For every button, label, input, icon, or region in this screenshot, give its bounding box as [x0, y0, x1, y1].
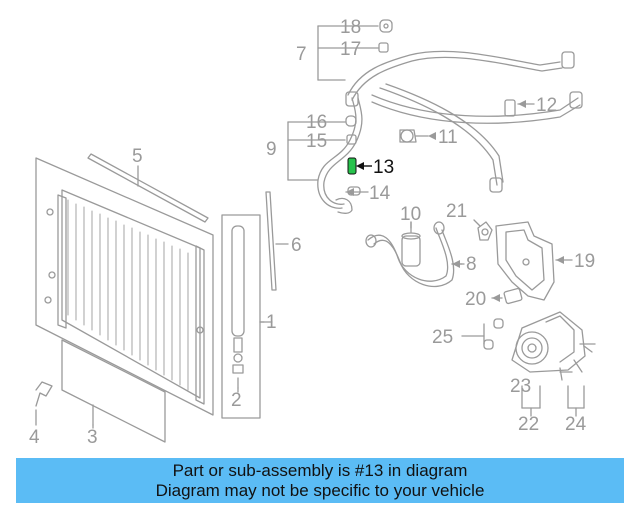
receiver-drier — [221, 214, 273, 419]
label-part-5: 5 — [132, 146, 143, 167]
caption-banner: Part or sub-assembly is #13 in diagram D… — [16, 458, 624, 503]
caption-line-1: Part or sub-assembly is #13 in diagram — [172, 460, 468, 480]
bolts-and-nuts — [483, 318, 596, 373]
parts-diagram: 1 2 3 4 5 6 7 8 9 10 11 12 13 14 15 16 1… — [29, 17, 596, 448]
highlighted-part-13 — [347, 157, 372, 175]
callout-lines — [92, 25, 585, 429]
part-number-labels: 1 2 3 4 5 6 7 8 9 10 11 12 13 14 15 16 1… — [29, 17, 595, 448]
label-part-21: 21 — [446, 201, 467, 222]
label-part-12: 12 — [536, 95, 557, 116]
label-part-25: 25 — [432, 327, 453, 348]
small-fittings — [345, 19, 417, 196]
label-part-17: 17 — [340, 39, 361, 60]
caption-line-2: Diagram may not be specific to your vehi… — [155, 480, 485, 500]
label-part-8: 8 — [466, 254, 477, 275]
part-20-21 — [477, 221, 523, 305]
part-6-strip — [265, 191, 289, 291]
hose-9 — [317, 91, 363, 214]
label-part-1: 1 — [266, 312, 277, 333]
label-part-6: 6 — [291, 235, 302, 256]
label-part-15: 15 — [306, 131, 327, 152]
label-part-2: 2 — [231, 390, 242, 411]
label-part-16: 16 — [306, 112, 327, 133]
label-part-7: 7 — [296, 44, 307, 65]
part-4-bracket — [35, 381, 53, 426]
bracket-19 — [495, 221, 555, 301]
part-3-shield — [61, 339, 166, 443]
ac-hose-lines — [347, 50, 583, 193]
compressor — [511, 311, 593, 381]
label-part-13: 13 — [373, 157, 394, 178]
label-part-4: 4 — [29, 427, 40, 448]
condenser-assembly — [35, 157, 214, 416]
label-part-22: 22 — [518, 414, 539, 435]
label-part-19: 19 — [574, 251, 595, 272]
label-part-10: 10 — [400, 204, 421, 225]
label-part-11: 11 — [438, 127, 458, 148]
label-part-24: 24 — [565, 414, 587, 435]
callout-arrows — [346, 100, 564, 302]
label-part-9: 9 — [266, 139, 277, 160]
hose-8 — [365, 221, 463, 288]
label-part-18: 18 — [340, 17, 361, 38]
label-part-20: 20 — [465, 289, 486, 310]
label-part-23: 23 — [510, 376, 531, 397]
part-5-strip — [87, 153, 209, 223]
label-part-14: 14 — [369, 183, 391, 204]
label-part-3: 3 — [87, 427, 98, 448]
